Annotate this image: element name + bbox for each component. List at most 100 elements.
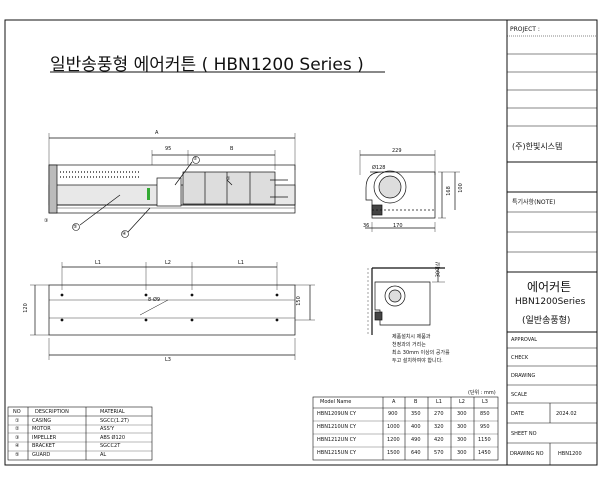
bom-row-mat: ASS'Y — [100, 426, 115, 432]
product-name: 에어커튼 — [527, 280, 572, 294]
bom-row-no: ③ — [15, 435, 20, 441]
model-cell: 300 — [457, 437, 467, 443]
bom-table-lines — [7, 406, 153, 461]
bom-row-desc: BRACKET — [32, 443, 56, 449]
dim-30-label: 30이상 — [435, 261, 442, 278]
model-cell: 1450 — [478, 450, 491, 456]
sheet-no-label: SHEET NO — [511, 431, 537, 437]
model-cell: 400 — [411, 424, 421, 430]
model-cell: 900 — [388, 411, 398, 417]
bom-row-mat: AL — [100, 452, 107, 458]
model-cell: HBN1215UN CY — [317, 450, 357, 456]
model-cell: 270 — [434, 411, 444, 417]
bom-row-desc: CASING — [32, 418, 52, 424]
dim-l1-right-label: L1 — [238, 260, 244, 266]
dim-150-label: 150 — [295, 296, 302, 306]
model-header: L3 — [482, 399, 488, 405]
model-table-lines — [312, 396, 499, 461]
titleblock-grid — [507, 35, 597, 465]
model-cell: HBN1210UN CY — [317, 424, 357, 430]
note-line1: 제품설치시 제품과 — [392, 334, 431, 340]
bom-row-desc: IMPELLER — [32, 435, 57, 441]
bom-row-no: ② — [15, 426, 20, 432]
model-cell: 1500 — [387, 450, 400, 456]
dim-170-label: 170 — [393, 223, 403, 229]
side-view — [359, 150, 460, 232]
drawing-no-value: HBN1200 — [558, 451, 582, 457]
callout-4: ④ — [122, 231, 127, 237]
dim-a-label: A — [155, 130, 159, 136]
note-label: 특기사항(NOTE) — [512, 199, 556, 206]
scale-label: SCALE — [511, 392, 528, 398]
callout-circles — [72, 156, 200, 238]
drawing-title: 일반송풍형 에어커튼 ( HBN1200 Series ) — [50, 55, 364, 75]
model-cell: 350 — [411, 411, 421, 417]
model-cell: 570 — [434, 450, 444, 456]
bom-row-desc: GUARD — [32, 452, 51, 458]
dim-120-label: 120 — [22, 303, 29, 313]
company-name: (주)한빛시스템 — [512, 142, 563, 151]
install-detail — [367, 267, 445, 335]
drawing-label: DRAWING — [511, 373, 536, 379]
dim-l1-left-label: L1 — [95, 260, 101, 266]
bom-row-mat: SGCC(1.2T) — [100, 418, 129, 424]
callout-5: ⑤ — [73, 224, 78, 230]
callout-1: ① — [226, 176, 231, 182]
dim-36-label: 36 — [363, 223, 370, 229]
model-cell: 1000 — [387, 424, 400, 430]
model-cell: 420 — [434, 437, 444, 443]
model-header: L2 — [459, 399, 465, 405]
bom-header-no: NO — [13, 409, 21, 415]
outer-frame — [4, 19, 598, 466]
note-line2: 천정과의 거리는 — [392, 342, 426, 348]
approval-label: APPROVAL — [511, 337, 538, 343]
bom-row-no: ① — [15, 418, 20, 424]
model-header: A — [392, 399, 396, 405]
dim-95-label: 95 — [165, 146, 172, 152]
model-cell: 1150 — [478, 437, 491, 443]
model-cell: 300 — [457, 411, 467, 417]
bom-header-description: DESCRIPTION — [35, 409, 69, 415]
date-label: DATE — [511, 411, 525, 417]
model-cell: 950 — [480, 424, 490, 430]
note-line4: 두고 설치하여야 합니다. — [392, 358, 443, 364]
model-cell: 850 — [480, 411, 490, 417]
model-cell: HBN1212UN CY — [317, 437, 357, 443]
dim-100-label: 100 — [457, 183, 464, 193]
model-cell: 300 — [457, 450, 467, 456]
plan-view — [30, 262, 315, 360]
front-view — [48, 133, 296, 233]
project-label: PROJECT : — [510, 26, 540, 33]
bom-row-no: ⑤ — [15, 452, 20, 458]
model-cell: 1200 — [387, 437, 400, 443]
callout-2: ② — [193, 156, 198, 162]
bom-row-mat: ABS Ø120 — [100, 435, 126, 441]
unit-label: (단위 : mm) — [468, 390, 496, 396]
model-cell: 490 — [411, 437, 421, 443]
dim-168-label: 168 — [445, 186, 452, 196]
bom-row-no: ④ — [15, 443, 20, 449]
model-cell: 320 — [434, 424, 444, 430]
dim-phi-label: Ø128 — [372, 165, 386, 171]
model-cell: 640 — [411, 450, 421, 456]
bom-row-desc: MOTOR — [32, 426, 51, 432]
dim-l2-label: L2 — [165, 260, 171, 266]
bom-header-material: MATERIAL — [100, 409, 125, 415]
model-header: Model Name — [320, 399, 352, 405]
product-type: (일반송풍형) — [522, 316, 571, 326]
dim-holes-label: 8-Ø9 — [148, 297, 161, 303]
model-header: L1 — [436, 399, 442, 405]
model-header: B — [414, 399, 418, 405]
model-cell: HBN1209UN CY — [317, 411, 357, 417]
dim-l3-label: L3 — [165, 357, 171, 363]
drawing-no-label: DRAWING NO — [510, 451, 544, 457]
dim-b-label: B — [230, 146, 234, 152]
product-series: HBN1200Series — [515, 297, 586, 307]
callout-3: ③ — [44, 218, 49, 224]
date-value: 2024.02 — [556, 411, 577, 417]
model-cell: 300 — [457, 424, 467, 430]
check-label: CHECK — [511, 355, 529, 361]
dim-229-label: 229 — [392, 148, 402, 154]
